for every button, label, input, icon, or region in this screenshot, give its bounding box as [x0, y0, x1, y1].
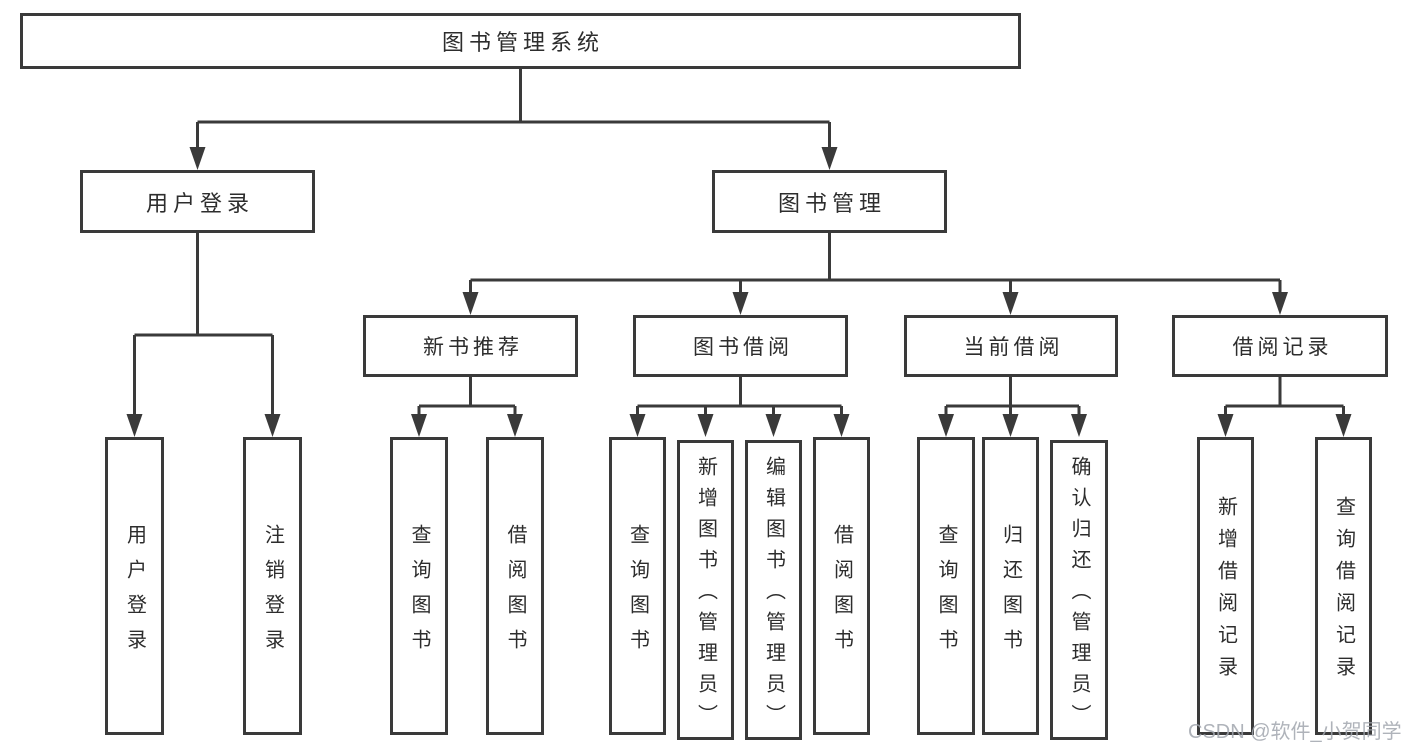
leaf-edit-books-admin-label: 编辑图书（管理员） [762, 456, 785, 735]
node-borrow-records: 借阅记录 [1172, 315, 1388, 377]
node-book-borrow-label: 图书借阅 [693, 336, 793, 359]
leaf-edit-books-admin: 编辑图书（管理员） [745, 440, 802, 740]
leaf-add-borrow-record-label: 新增借阅记录 [1214, 496, 1237, 688]
leaf-query-books-borrow: 查询图书 [609, 437, 666, 735]
node-library-system-label: 图书管理系统 [441, 30, 604, 55]
node-user-login: 用户登录 [80, 170, 315, 233]
node-user-login-label: 用户登录 [145, 190, 254, 216]
leaf-logout: 注销登录 [243, 437, 302, 735]
leaf-query-borrow-record: 查询借阅记录 [1315, 437, 1372, 735]
csdn-watermark: CSDN @软件_小贺同学 [1188, 721, 1402, 743]
leaf-query-books-current-label: 查询图书 [935, 523, 957, 664]
node-new-book-recommend: 新书推荐 [363, 315, 578, 377]
leaf-add-borrow-record: 新增借阅记录 [1197, 437, 1254, 735]
leaf-user-login: 用户登录 [105, 437, 164, 735]
leaf-return-books-label: 归还图书 [999, 523, 1022, 664]
leaf-query-borrow-record-label: 查询借阅记录 [1332, 496, 1355, 688]
leaf-borrow-books-recommend-label: 借阅图书 [504, 523, 526, 664]
leaf-user-login-label: 用户登录 [123, 523, 146, 664]
leaf-confirm-return-admin-label: 确认归还（管理员） [1068, 456, 1090, 735]
node-current-borrow-label: 当前借阅 [963, 336, 1064, 359]
leaf-return-books: 归还图书 [982, 437, 1039, 735]
leaf-borrow-books: 借阅图书 [813, 437, 870, 735]
node-current-borrow: 当前借阅 [904, 315, 1118, 377]
node-book-management: 图书管理 [712, 170, 947, 233]
leaf-logout-label: 注销登录 [261, 523, 284, 664]
node-book-borrow: 图书借阅 [633, 315, 848, 377]
node-book-management-label: 图书管理 [777, 190, 886, 216]
leaf-query-books-recommend: 查询图书 [390, 437, 448, 735]
leaf-query-books-current: 查询图书 [917, 437, 975, 735]
leaf-query-books-borrow-label: 查询图书 [626, 523, 649, 664]
node-new-book-recommend-label: 新书推荐 [423, 336, 523, 359]
node-library-system: 图书管理系统 [20, 13, 1021, 69]
leaf-confirm-return-admin: 确认归还（管理员） [1050, 440, 1108, 740]
leaf-add-books-admin-label: 新增图书（管理员） [694, 456, 717, 735]
leaf-borrow-books-label: 借阅图书 [830, 523, 853, 664]
node-borrow-records-label: 借阅记录 [1232, 336, 1333, 359]
leaf-borrow-books-recommend: 借阅图书 [486, 437, 544, 735]
leaf-query-books-recommend-label: 查询图书 [408, 523, 430, 664]
leaf-add-books-admin: 新增图书（管理员） [677, 440, 734, 740]
